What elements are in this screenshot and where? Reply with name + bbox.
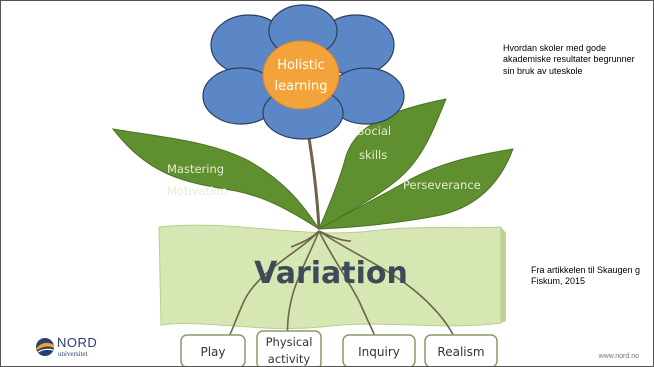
center-label-1: Holistic	[277, 58, 325, 73]
root-label-realism: Realism	[437, 345, 484, 359]
leaf-label-skills: skills	[359, 148, 387, 162]
logo-name: NORD	[57, 335, 98, 350]
box-realism	[424, 334, 498, 366]
right-upper-leaf	[317, 98, 447, 231]
flower-center	[262, 40, 340, 110]
banner-title: Variation	[254, 256, 408, 291]
question-note: Hvordan skoler med gode akademiske resul…	[503, 43, 635, 76]
root-label-inquiry: Inquiry	[358, 345, 400, 359]
leaf-label-social: Social	[357, 124, 391, 138]
left-leaf	[111, 128, 320, 230]
leaf-label-perseverance: Perseverance	[403, 178, 481, 192]
flower-petals	[202, 4, 405, 140]
logo-emblem-icon	[36, 338, 54, 356]
leaf-label-mastering: Mastering	[167, 162, 224, 176]
center-label-2: learning	[274, 79, 327, 94]
leaf-label-motivation: Motivation	[167, 184, 228, 198]
logo-subtitle: universitet	[58, 350, 88, 358]
box-physical-activity	[256, 330, 322, 366]
right-lower-leaf	[318, 148, 514, 230]
source-note: Fra artikkelen til Skaugen g Fiskum, 201…	[531, 265, 641, 287]
root-label-physical: Physical	[266, 335, 313, 349]
root-label-play: Play	[200, 345, 225, 359]
box-inquiry	[342, 334, 416, 366]
footer-url[interactable]: www.nord.no	[598, 353, 639, 360]
root-label-activity: activity	[268, 352, 311, 366]
nord-logo: NORD universitet	[35, 335, 125, 363]
root-boxes	[180, 330, 498, 366]
box-play	[180, 334, 246, 366]
